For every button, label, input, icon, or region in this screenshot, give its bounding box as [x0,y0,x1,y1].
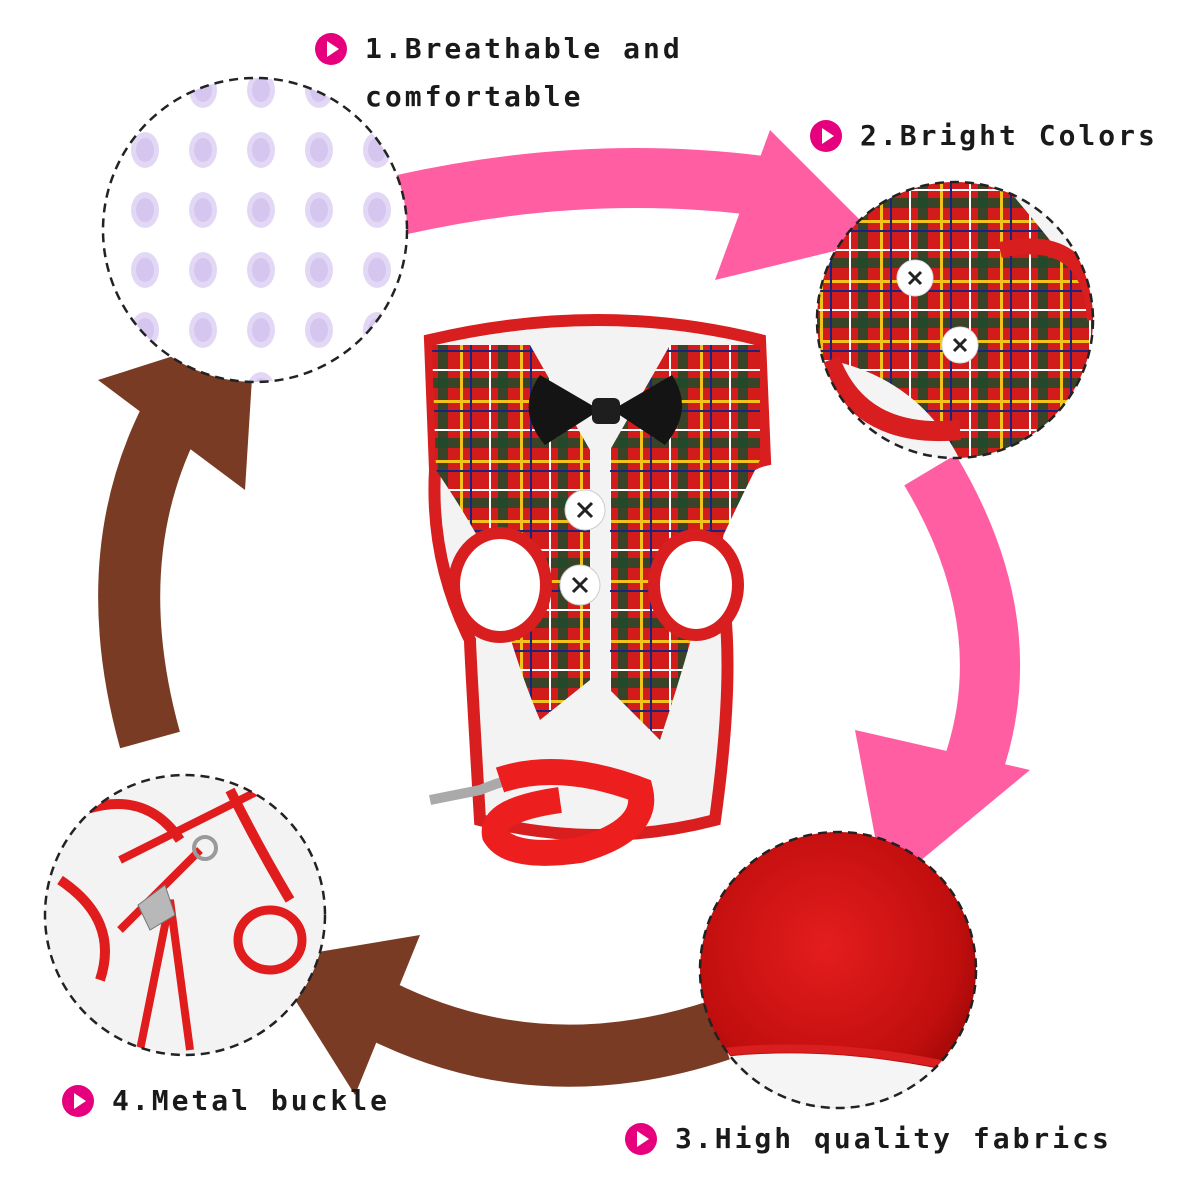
vest-buttons [559,489,606,606]
plaid-detail-circle [815,180,1095,460]
leash [429,759,655,866]
bow-tie [528,375,682,445]
harness-product-image [423,314,772,866]
feature-text-3: 3.High quality fabrics [675,1122,1112,1155]
mesh-detail-circle [101,76,409,384]
feature-label-4: 4.Metal buckle [62,1077,390,1125]
feature-label-1: 1.Breathable and comfortable [315,25,683,121]
buckle-detail-circle [43,773,327,1057]
brown-arrow-bottom [270,935,730,1095]
pink-arrow-right [855,454,1030,890]
play-bullet-icon [810,120,842,152]
feature-label-2: 2.Bright Colors [810,112,1158,160]
play-bullet-icon [62,1085,94,1117]
brown-arrow-left [98,330,255,749]
play-bullet-icon [315,33,347,65]
pink-arrow-top [393,130,880,280]
velvet-detail-circle [698,830,978,1110]
play-bullet-icon [625,1123,657,1155]
feature-text-1: 1.Breathable and comfortable [365,32,683,113]
feature-text-2: 2.Bright Colors [860,119,1158,152]
feature-label-3: 3.High quality fabrics [625,1115,1112,1163]
feature-text-4: 4.Metal buckle [112,1084,391,1117]
